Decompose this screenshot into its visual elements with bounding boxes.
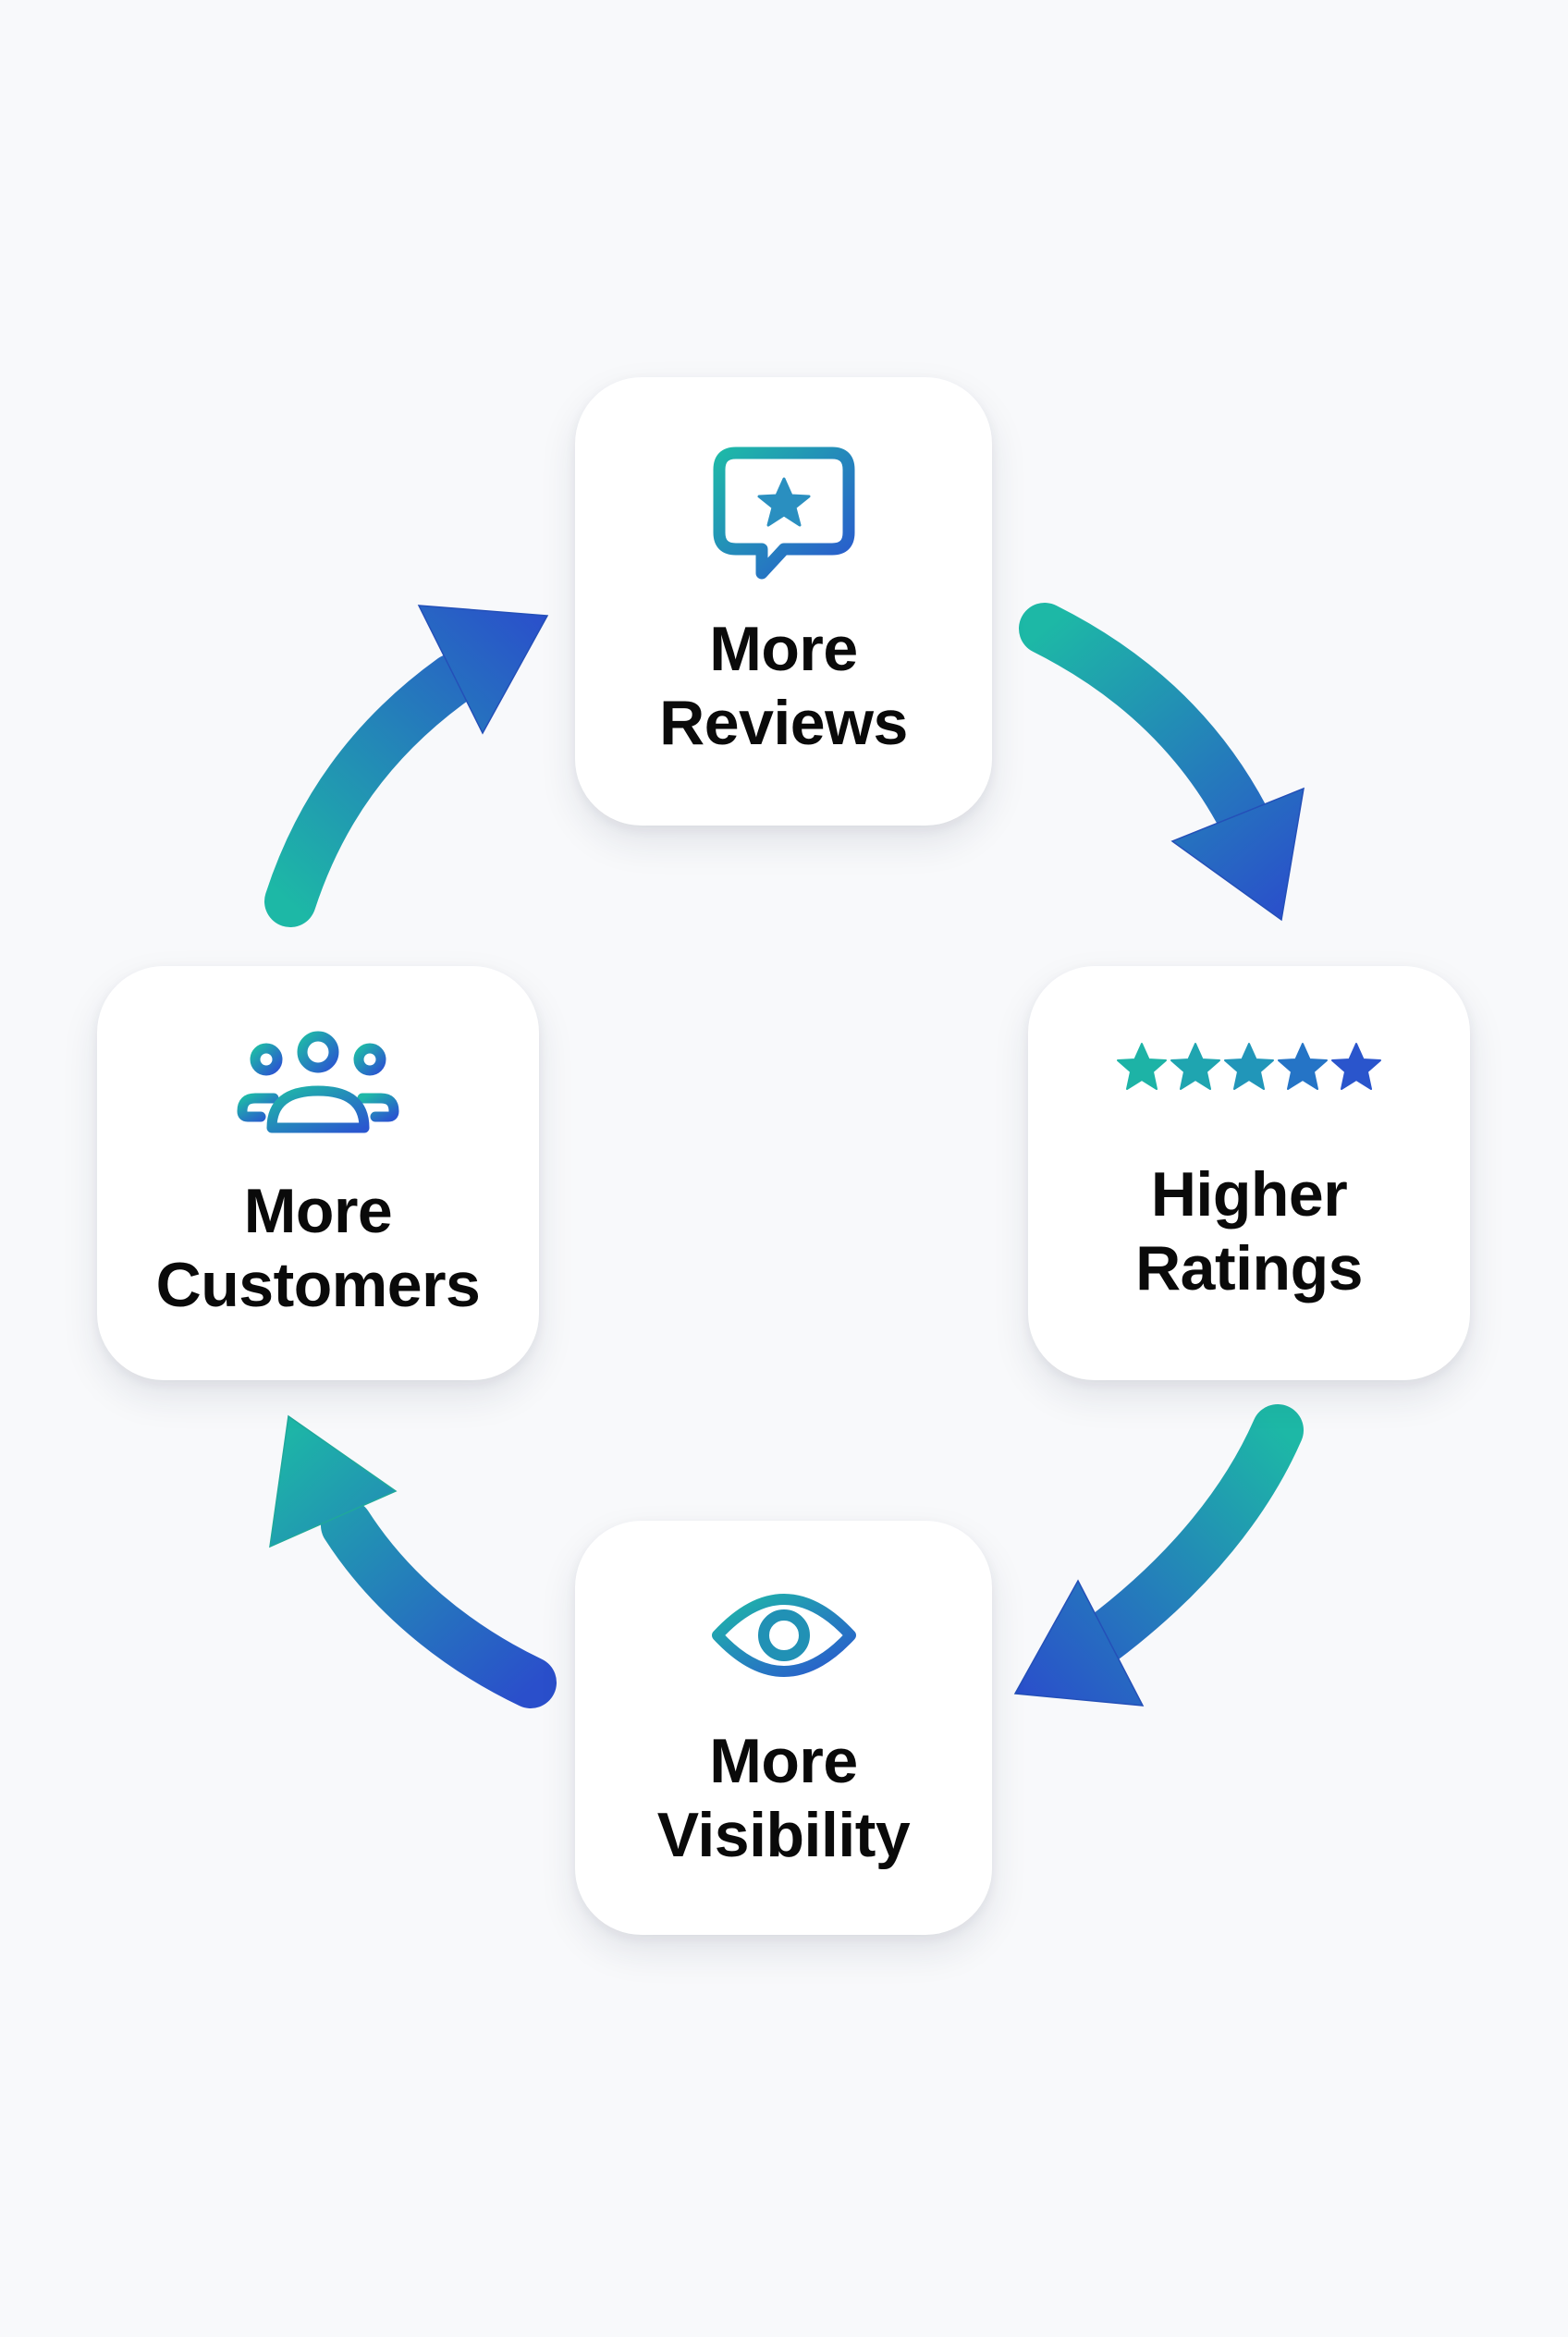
star-icon [1331, 1043, 1381, 1090]
star-icon [1117, 1043, 1167, 1090]
card-more-reviews: More Reviews [575, 377, 992, 826]
node-label-line2: Reviews [659, 687, 908, 758]
eye-icon [711, 1594, 856, 1677]
star-icon [1224, 1043, 1274, 1090]
node-label: More Reviews [659, 612, 908, 760]
star-icon [1170, 1043, 1220, 1090]
node-label: Higher Ratings [1135, 1157, 1363, 1305]
speech-bubble-star-icon [713, 447, 854, 579]
arrow-ratings-to-visibility [1013, 1404, 1304, 1707]
node-label-line2: Visibility [656, 1800, 911, 1870]
card-higher-ratings: Higher Ratings [1028, 966, 1470, 1380]
arrow-reviews-to-ratings [1019, 603, 1305, 922]
node-label-line1: More [709, 613, 858, 684]
node-label-line1: More [243, 1176, 393, 1246]
card-more-customers: More Customers [97, 966, 539, 1380]
star-icon [1278, 1043, 1328, 1090]
arrow-customers-to-reviews [264, 605, 549, 927]
node-label-line2: Ratings [1135, 1233, 1363, 1303]
node-label-line1: Higher [1150, 1159, 1348, 1230]
node-label-line2: Customers [155, 1250, 481, 1320]
arrow-visibility-to-customers [269, 1414, 557, 1708]
node-label: More Visibility [656, 1724, 911, 1872]
node-label: More Customers [156, 1174, 481, 1322]
people-group-icon [237, 1031, 399, 1133]
node-label-line1: More [709, 1726, 858, 1796]
five-stars-icon [1117, 1043, 1381, 1090]
card-more-visibility: More Visibility [575, 1521, 992, 1935]
